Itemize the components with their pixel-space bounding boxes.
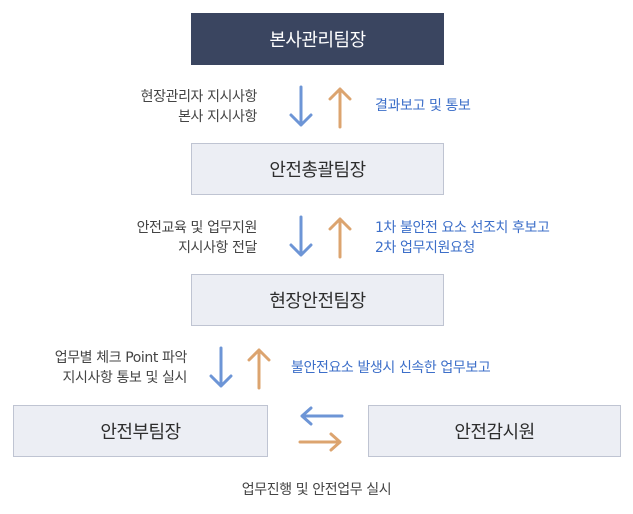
edge-horizontal-label: 업무진행 및 안전업무 실시 (0, 480, 633, 500)
arrow-right-horizontal (298, 432, 342, 452)
node-safety-inspector-label: 안전감시원 (454, 422, 535, 443)
edge-level1-up-label: 결과보고 및 통보 (375, 96, 471, 116)
arrow-up-level1 (328, 87, 352, 129)
node-site-safety: 현장안전팀장 (191, 274, 444, 326)
node-safety-general: 안전총괄팀장 (191, 143, 444, 195)
arrow-down-level1 (289, 85, 313, 127)
node-site-safety-label: 현장안전팀장 (269, 291, 366, 312)
arrow-up-level2 (328, 217, 352, 259)
arrow-up-level3 (247, 348, 271, 390)
edge-level2-up-label: 1차 불안전 요소 선조치 후보고 2차 업무지원요청 (375, 218, 550, 258)
edge-level2-down-label: 안전교육 및 업무지원 지시사항 전달 (136, 218, 258, 258)
edge-level3-down-line2: 지시사항 통보 및 실시 (62, 370, 188, 386)
edge-level3-down-label: 업무별 체크 Point 파악 지시사항 통보 및 실시 (54, 348, 188, 388)
edge-level3-down-line1: 업무별 체크 Point 파악 (54, 350, 188, 366)
node-head-office: 본사관리팀장 (191, 13, 444, 65)
edge-level2-up-line2: 2차 업무지원요청 (375, 240, 475, 256)
edge-level3-up-label: 불안전요소 발생시 신속한 업무보고 (291, 358, 491, 378)
edge-level1-down-label: 현장관리자 지시사항 본사 지시사항 (140, 87, 258, 127)
arrow-down-level2 (289, 215, 313, 257)
edge-level2-down-line2: 지시사항 전달 (178, 240, 257, 256)
edge-level1-up-line1: 결과보고 및 통보 (375, 98, 471, 114)
edge-level1-down-line1: 현장관리자 지시사항 (140, 89, 258, 105)
edge-level2-up-line1: 1차 불안전 요소 선조치 후보고 (375, 220, 550, 236)
edge-horizontal-label-text: 업무진행 및 안전업무 실시 (241, 482, 392, 498)
edge-level2-down-line1: 안전교육 및 업무지원 (136, 220, 258, 236)
edge-level3-up-line1: 불안전요소 발생시 신속한 업무보고 (291, 360, 491, 376)
edge-level1-down-line2: 본사 지시사항 (178, 109, 257, 125)
node-safety-inspector: 안전감시원 (368, 405, 621, 457)
node-safety-vice-label: 안전부팀장 (100, 422, 181, 443)
node-safety-general-label: 안전총괄팀장 (269, 160, 366, 181)
arrow-left-horizontal (300, 406, 344, 426)
node-safety-vice: 안전부팀장 (13, 405, 268, 457)
arrow-down-level3 (209, 346, 233, 388)
node-head-office-label: 본사관리팀장 (269, 30, 366, 51)
